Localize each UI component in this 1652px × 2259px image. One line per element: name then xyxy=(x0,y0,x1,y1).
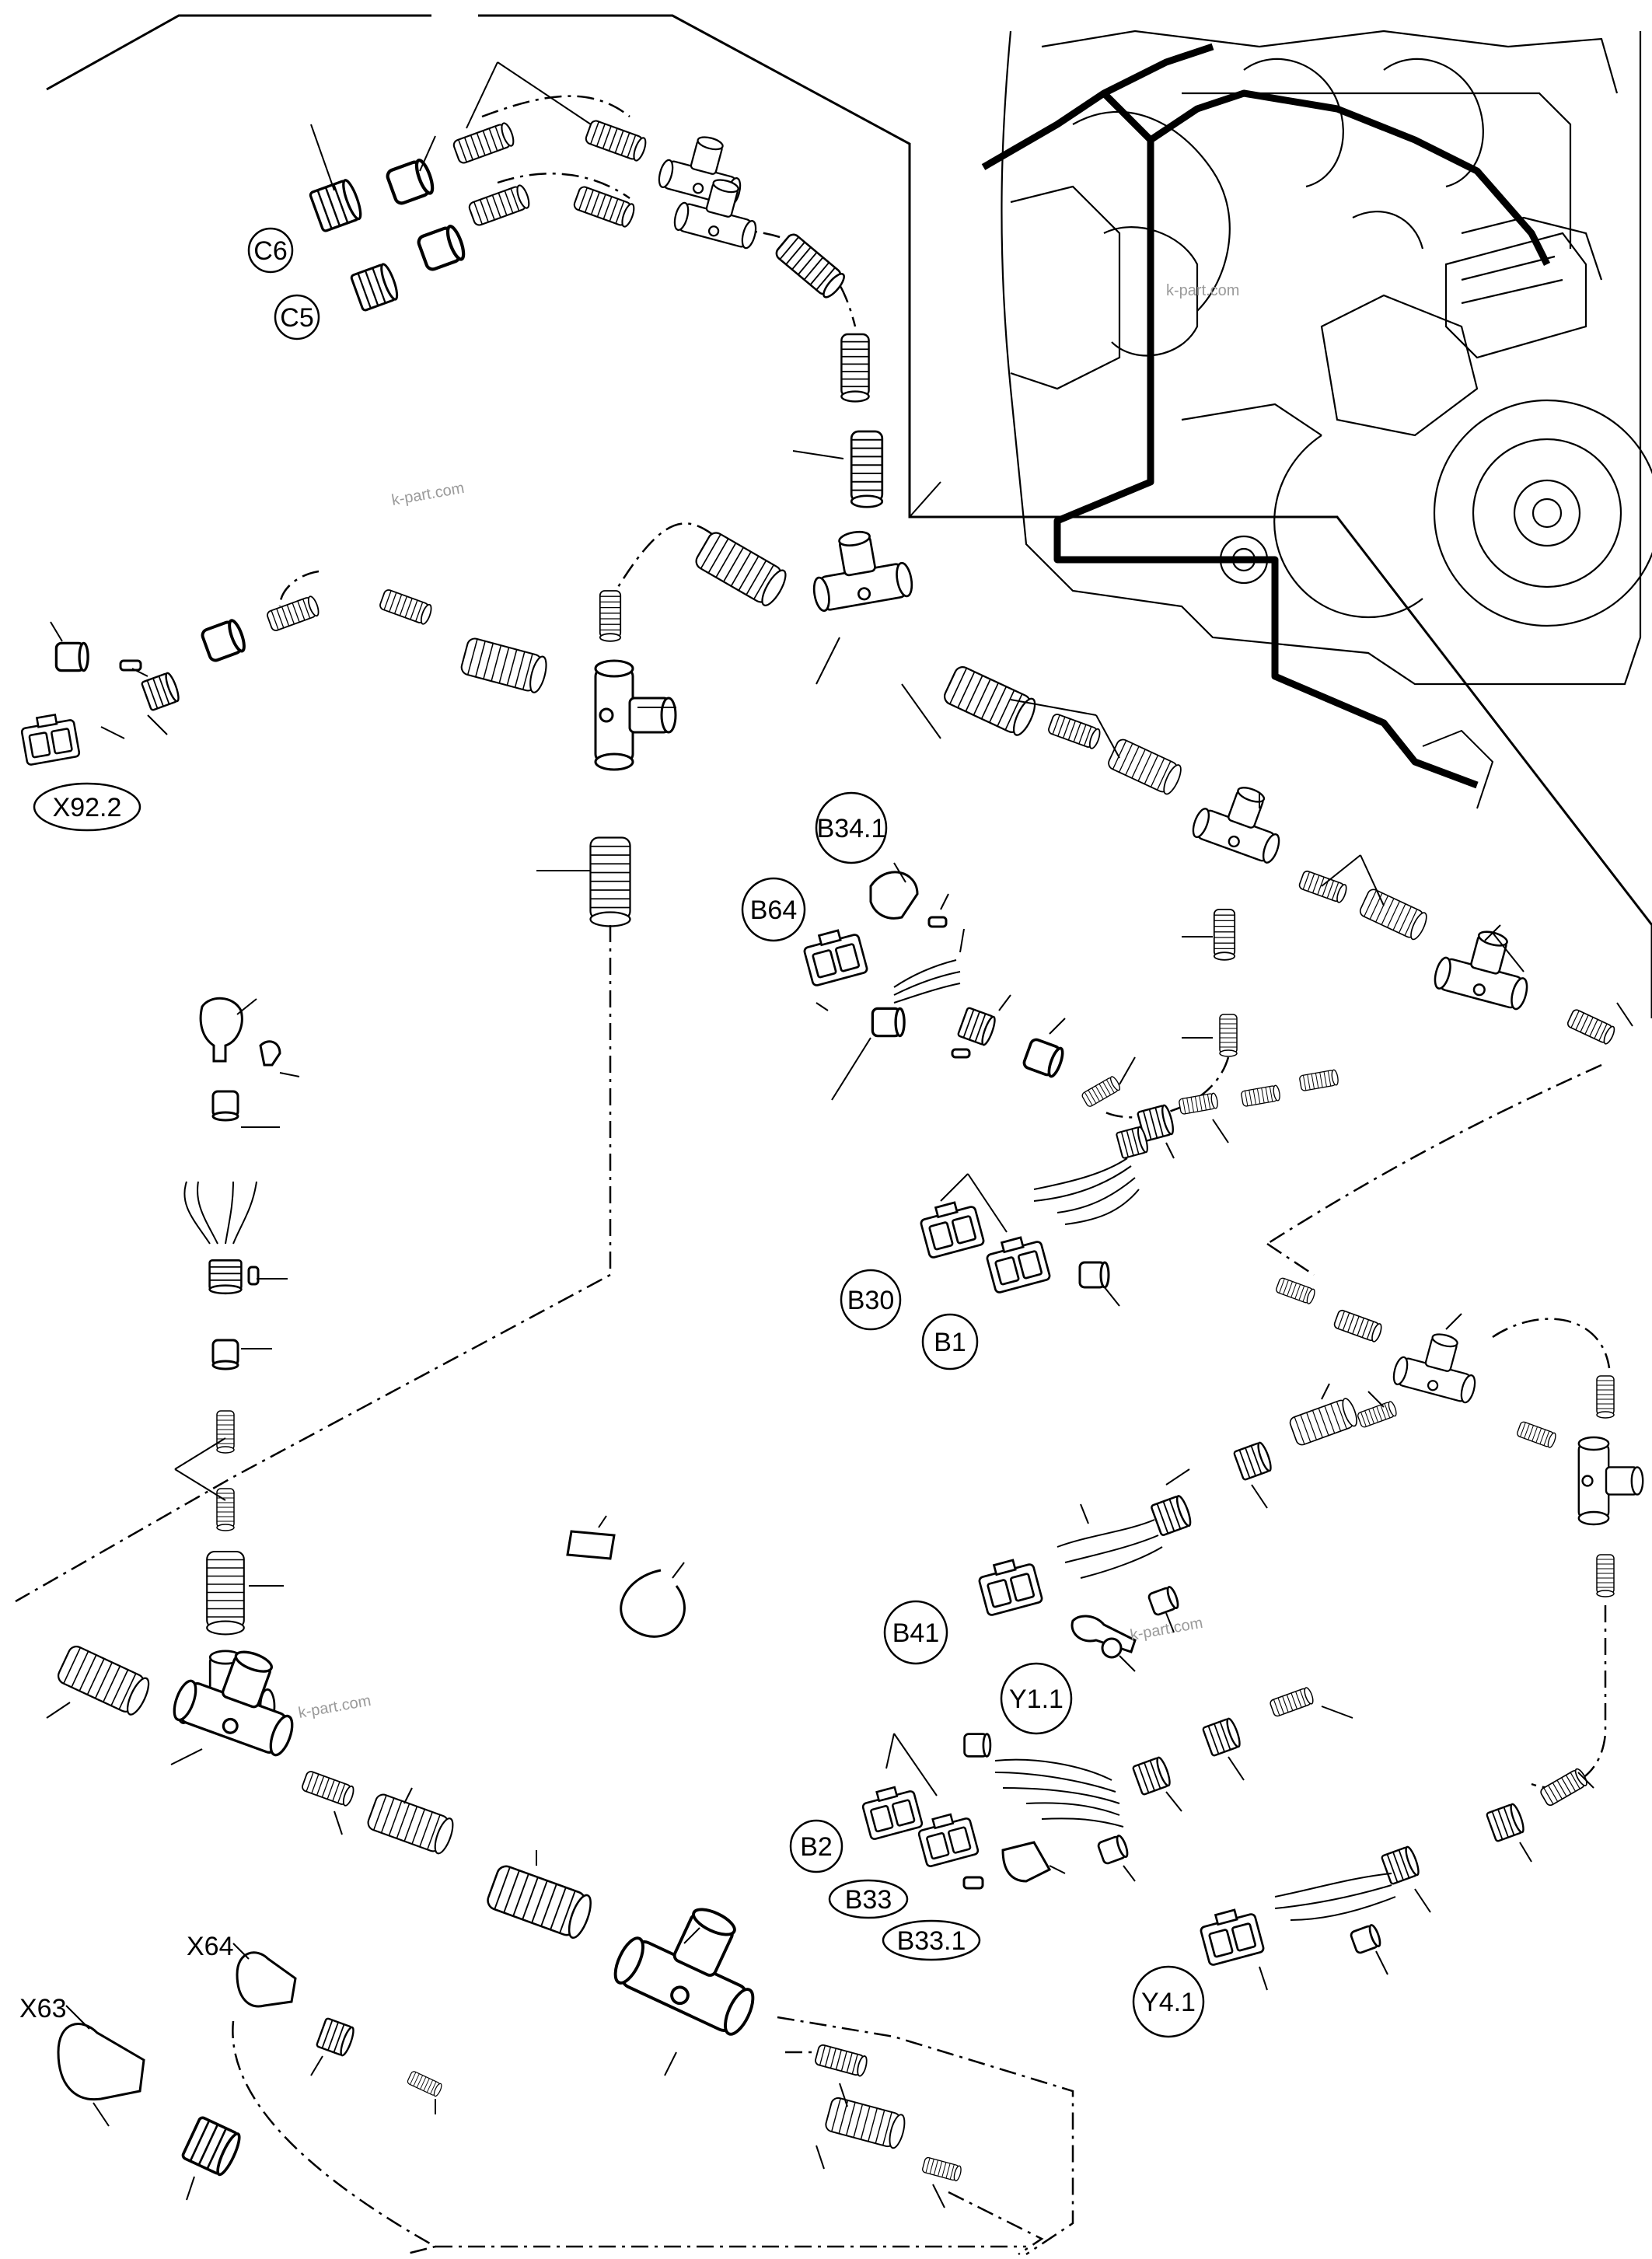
branch-b64-b34-1: B34.1 B64 xyxy=(741,791,1136,1109)
branch-right-lower: B41 k-part.com Y1.1 B2 B33 B33.1 xyxy=(789,1242,1644,2038)
label-circle-c6 xyxy=(247,227,294,274)
label-circle-b30 xyxy=(840,1269,902,1331)
left-vertical-drop xyxy=(15,925,686,1724)
label-circle-b64 xyxy=(741,877,806,942)
label-circle-b1 xyxy=(921,1313,979,1370)
label-c6: C6 xyxy=(253,236,287,266)
label-b1: B1 xyxy=(934,1328,966,1357)
label-b64: B64 xyxy=(750,896,798,925)
label-circle-b34-1 xyxy=(815,791,888,864)
label-circle-x92-2 xyxy=(33,782,141,832)
label-b41: B41 xyxy=(892,1618,940,1648)
label-b34-1: B34.1 xyxy=(817,814,886,843)
label-b33: B33 xyxy=(845,1885,892,1915)
label-circle-b33-1 xyxy=(882,1919,981,1961)
label-x64: X64 xyxy=(187,1932,234,1961)
label-b30: B30 xyxy=(847,1286,895,1315)
watermark: k-part.com xyxy=(1166,282,1239,299)
label-circle-b33 xyxy=(828,1879,909,1919)
label-x63: X63 xyxy=(19,1994,67,2023)
watermark: k-part.com xyxy=(297,1692,372,1722)
branch-b30-b1: B30 B1 xyxy=(840,1063,1602,1370)
branch-c5-c6: C6 C5 xyxy=(247,61,884,508)
label-circle-b41 xyxy=(883,1600,948,1665)
label-c5: C5 xyxy=(280,303,313,333)
label-y4-1: Y4.1 xyxy=(1141,1988,1196,2017)
engine-illustration: k-part.com xyxy=(981,30,1652,809)
frame-lines xyxy=(46,14,1652,1018)
label-circle-b2 xyxy=(789,1819,843,1873)
label-circle-y4-1 xyxy=(1132,1965,1205,2038)
label-circle-c5 xyxy=(274,294,320,340)
main-trunk: X92.2 k-part.com xyxy=(19,480,1633,1119)
label-b2: B2 xyxy=(800,1832,833,1862)
label-b33-1: B33.1 xyxy=(897,1926,966,1956)
watermark: k-part.com xyxy=(390,480,466,509)
label-y1-1: Y1.1 xyxy=(1009,1685,1063,1714)
watermark: k-part.com xyxy=(1129,1615,1204,1644)
label-x92-2: X92.2 xyxy=(53,793,122,822)
label-circle-y1-1 xyxy=(1000,1662,1073,1735)
